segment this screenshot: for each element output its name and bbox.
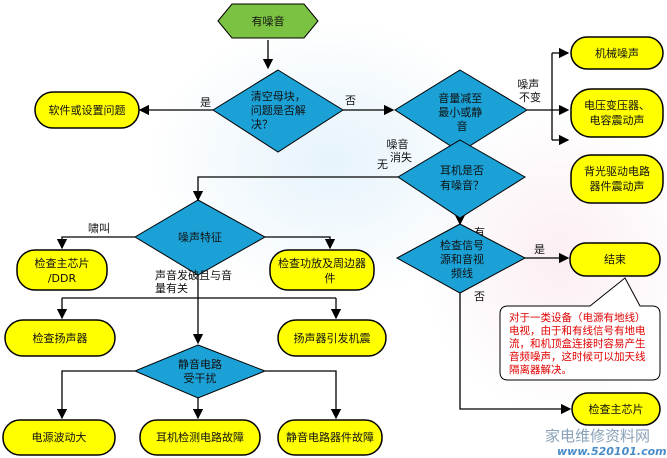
svg-text:扬声器引发机震: 扬声器引发机震 (294, 331, 371, 345)
svg-text:清空母块， 问题是否解 决？: 清空母块， 问题是否解 决？ (251, 89, 310, 131)
headphone-detect-fault-node: 耳机检测电路故障 (139, 419, 261, 456)
svg-text:背光驱动电路器件震动声: 背光驱动电路器件震动声 (584, 164, 650, 193)
decision-mute-interference: 静音电路受干扰 (133, 344, 267, 399)
svg-text:检查扬声器: 检查扬声器 (33, 331, 88, 345)
check-speaker-node: 检查扬声器 (4, 319, 116, 357)
note-callout: 对于一类设备（电源有地线） 电视，由于和有线信号有地电 流，和机顶盒连接时容易产… (499, 277, 661, 381)
check-main-chip-node: 检查主芯片 (571, 392, 661, 426)
result-mechanical-noise: 机械噪声 (570, 36, 664, 70)
svg-text:音量减至 最小或静 音: 音量减至 最小或静 音 (438, 91, 486, 133)
svg-text:检查主芯片: 检查主芯片 (589, 402, 644, 416)
speaker-vibration-node: 扬声器引发机震 (277, 319, 387, 357)
svg-text:检查主芯片/DDR: 检查主芯片/DDR (35, 256, 90, 285)
mute-component-fault-node: 静音电路器件故障 (277, 419, 383, 456)
decision-clear-block: 清空母块， 问题是否解 决？ (212, 69, 344, 153)
result-backlight-noise: 背光驱动电路器件震动声 (570, 154, 664, 204)
svg-text:结束: 结束 (604, 253, 626, 266)
d1-line: 清空母块， (251, 89, 306, 103)
check-chip-ddr-node: 检查主芯片/DDR (16, 249, 108, 291)
check-amp-node: 检查功放及周边器件 (269, 249, 375, 291)
d1-yes-label: 是 (200, 96, 211, 109)
d1-line: 决？ (251, 118, 273, 131)
svg-text:耳机是否有噪音？: 耳机是否有噪音？ (440, 163, 484, 192)
svg-text:检查信号源和音视频线: 检查信号源和音视频线 (440, 238, 484, 280)
d3-no-label: 无 (377, 158, 388, 171)
howl-label: 啸叫 (88, 222, 110, 235)
d1-line: 问题是否解 (251, 103, 306, 117)
svg-text:软件或设置问题: 软件或设置问题 (49, 103, 126, 117)
broken-sound-label: 声音发破且与音 量有关 (155, 268, 236, 295)
noise-gone-label: 噪音 消失 (387, 137, 413, 164)
svg-text:机械噪声: 机械噪声 (595, 46, 639, 60)
decision-check-signal: 检查信号源和音视频线 (395, 223, 527, 294)
svg-text:噪声特征: 噪声特征 (178, 230, 222, 244)
d6-yes-label: 是 (534, 243, 545, 256)
decision-volume-min: 音量减至 最小或静 音 (394, 69, 528, 153)
svg-text:家电维修资料网: 家电维修资料网 (545, 427, 650, 445)
result-transformer-noise: 电压变压器、电容震动声 (570, 88, 664, 138)
svg-text:耳机检测电路故障: 耳机检测电路故障 (156, 430, 244, 444)
end-node: 结束 (569, 242, 661, 277)
svg-text:对于一类设备（电源有地线） 电视，由于和有线信号: 对于一类设备（电源有地线） 电视，由于和有线信号有地电 流，和机顶盒连接时容易产… (509, 311, 649, 376)
software-issue-node: 软件或设置问题 (34, 91, 140, 129)
watermark: 家电维修资料网 www.520101.com (545, 427, 667, 458)
svg-text:静音电路器件故障: 静音电路器件故障 (286, 430, 374, 444)
decision-headphone-noise: 耳机是否有噪音？ (397, 139, 526, 219)
noise-unchanged-label: 噪声 不变 (517, 77, 543, 104)
power-fluctuation-node: 电源波动大 (2, 419, 116, 456)
start-label: 有噪音 (252, 14, 285, 28)
decision-noise-type: 噪声特征 (134, 199, 267, 276)
svg-text:电压变压器、电容震动声: 电压变压器、电容震动声 (584, 98, 650, 127)
svg-text:检查功放及周边器件: 检查功放及周边器件 (278, 256, 366, 285)
start-node: 有噪音 (217, 3, 319, 39)
d6-no-label: 否 (474, 290, 485, 303)
svg-text:www.520101.com: www.520101.com (557, 445, 667, 458)
d3-yes-label: 有 (474, 225, 485, 239)
connectors (56, 40, 572, 420)
svg-text:电源波动大: 电源波动大 (32, 430, 87, 444)
svg-text:静音电路受干扰: 静音电路受干扰 (178, 357, 222, 385)
d1-no-label: 否 (345, 94, 356, 107)
